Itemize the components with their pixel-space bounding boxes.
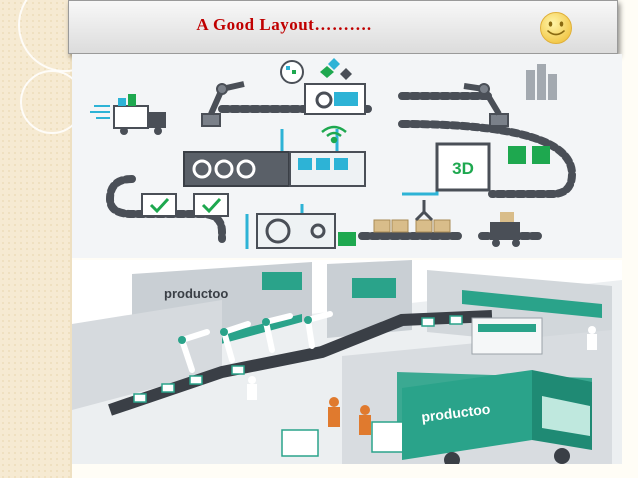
margin-divider xyxy=(70,0,72,478)
factory-floor-illustration: productoo productoo xyxy=(72,260,622,464)
delivery-truck-icon xyxy=(90,94,166,135)
title-banner: A Good Layout………. xyxy=(68,0,618,54)
production-line-illustration: 3D xyxy=(72,54,622,258)
delivery-truck-icon: productoo xyxy=(402,370,592,464)
3d-printer-icon: 3D xyxy=(435,142,491,192)
slide-title: A Good Layout………. xyxy=(196,15,372,34)
smiley-face-icon xyxy=(540,12,572,44)
3d-label: 3D xyxy=(452,159,474,178)
brand-wall-label: productoo xyxy=(164,286,228,301)
